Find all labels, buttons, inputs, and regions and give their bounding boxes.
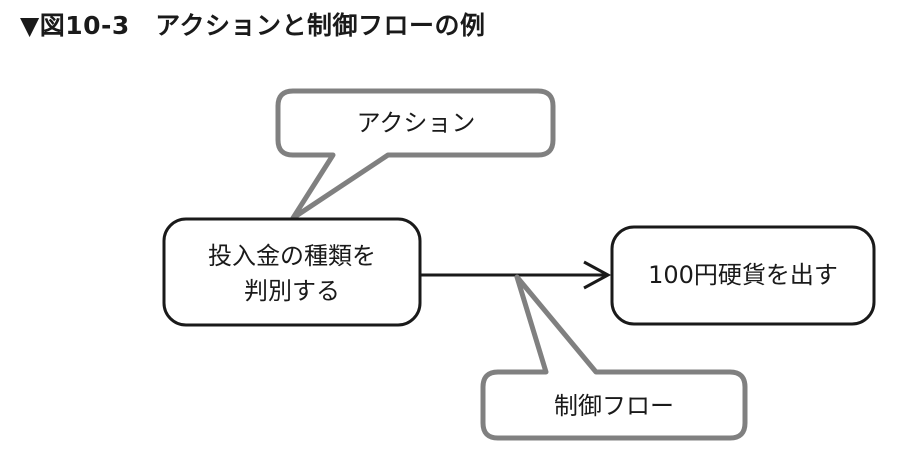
target-node-label: 100円硬貨を出す [648,261,838,289]
flow-callout-label: 制御フロー [554,392,674,420]
action-node-box [162,217,422,327]
action-node-line2: 判別する [244,277,340,305]
target-node-box [610,225,876,326]
control-flow-arrowhead [583,260,612,290]
figure-title: ▼図10-3 アクションと制御フローの例 [20,11,486,40]
flow-callout: 制御フロー [480,274,748,441]
flow-callout-shape [480,274,748,441]
target-node: 100円硬貨を出す [610,225,876,326]
action-node: 投入金の種類を 判別する [162,217,422,327]
action-callout-shape [275,88,556,221]
action-callout-label: アクション [357,109,476,137]
control-flow-arrow [420,260,612,290]
action-node-line1: 投入金の種類を [208,242,376,270]
action-callout: アクション [275,88,556,221]
